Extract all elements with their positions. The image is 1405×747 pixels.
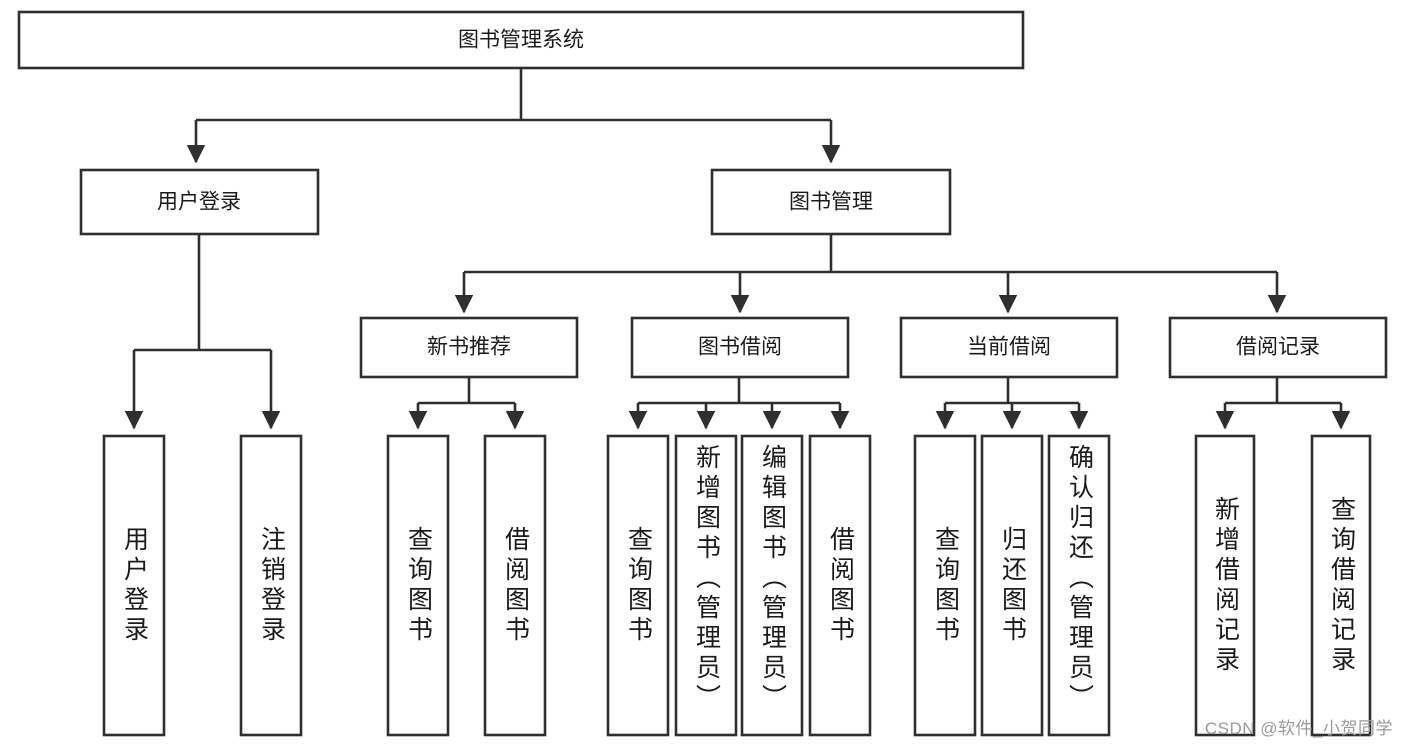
node-leaf-query-book-3-box[interactable] [913,434,977,737]
connector-group-user-login [124,234,281,430]
watermark: CSDN @软件_小贺同学 [1204,719,1393,738]
node-leaf-query-book-1-box[interactable] [386,434,450,737]
node-book-manage-box[interactable] [710,168,952,236]
node-book-borrow-box[interactable] [630,316,850,379]
node-book-manage-label: 图书管理 [789,191,873,214]
connector-group-book-manage [454,234,1287,314]
connector-group-borrow-record [1215,377,1351,430]
node-new-book-recommend-label: 新书推荐 [427,336,511,359]
node-root[interactable]: 图书管理系统 [17,10,1025,70]
node-borrow-record-box[interactable] [1168,316,1388,379]
node-root-box[interactable] [17,10,1025,70]
node-leaf-add-record-box[interactable] [1194,434,1256,737]
node-leaf-query-book-2-box[interactable] [606,434,670,737]
node-leaf-return-book-box[interactable] [980,434,1044,737]
node-leaf-edit-book-box[interactable] [740,434,804,737]
node-leaf-add-book-box[interactable] [674,434,738,737]
connector-group-new-book-recommend [408,377,525,430]
node-leaf-confirm-return-box[interactable] [1047,434,1111,737]
node-book-manage[interactable]: 图书管理 [710,168,952,236]
node-leaf-borrow-book-2-box[interactable] [808,434,872,737]
node-book-borrow[interactable]: 图书借阅 [630,316,850,379]
node-leaf-borrow-book-1-box[interactable] [483,434,547,737]
connector-group-current-borrow [935,377,1089,430]
node-leaf-query-record-box[interactable] [1310,434,1372,737]
node-leaf-logout-box[interactable] [239,434,303,737]
node-user-login-label: 用户登录 [157,191,241,214]
node-borrow-record[interactable]: 借阅记录 [1168,316,1388,379]
node-new-book-recommend-box[interactable] [359,316,579,379]
node-root-label: 图书管理系统 [458,29,584,52]
connector-group-root [186,68,841,164]
node-borrow-record-label: 借阅记录 [1236,336,1320,359]
node-current-borrow-box[interactable] [899,316,1119,379]
node-user-login-box[interactable] [79,168,320,236]
node-current-borrow-label: 当前借阅 [967,336,1051,359]
node-current-borrow[interactable]: 当前借阅 [899,316,1119,379]
node-leaf-user-login-box[interactable] [102,434,166,737]
node-book-borrow-label: 图书借阅 [698,336,782,359]
node-new-book-recommend[interactable]: 新书推荐 [359,316,579,379]
connector-group-book-borrow [628,377,850,430]
node-user-login[interactable]: 用户登录 [79,168,320,236]
